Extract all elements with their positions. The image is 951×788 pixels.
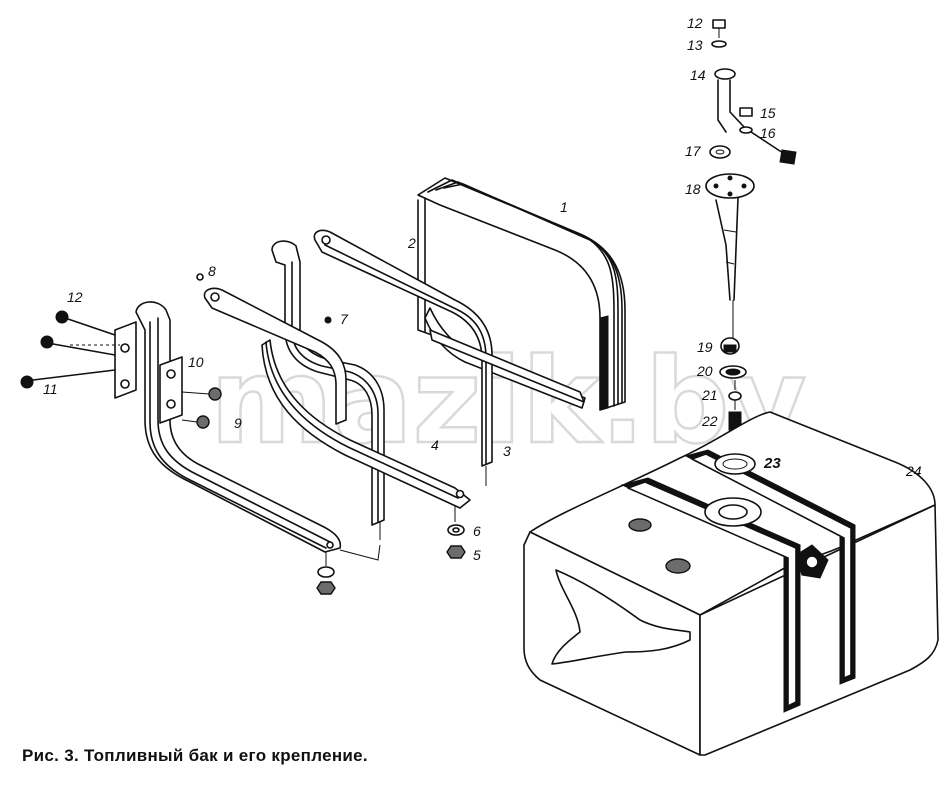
part-labels: 1 2 3 4 5 6 7 8 9 10 11 12 12 13 14 15 1… bbox=[43, 15, 922, 563]
bracket-4 bbox=[261, 240, 471, 540]
label-part-13: 13 bbox=[687, 37, 703, 53]
nuts-5-6 bbox=[316, 505, 466, 595]
label-part-12-top: 12 bbox=[687, 15, 703, 31]
label-part-2: 2 bbox=[407, 235, 416, 251]
label-part-17: 17 bbox=[685, 143, 702, 159]
label-part-9: 9 bbox=[234, 415, 242, 431]
label-part-5: 5 bbox=[473, 547, 481, 563]
label-part-12-left: 12 bbox=[67, 289, 83, 305]
label-part-11: 11 bbox=[43, 381, 58, 397]
strap-3 bbox=[313, 229, 585, 486]
label-part-4: 4 bbox=[431, 437, 439, 453]
label-part-21: 21 bbox=[701, 387, 718, 403]
bracket-front bbox=[114, 301, 342, 553]
label-part-7: 7 bbox=[340, 311, 349, 327]
label-part-14: 14 bbox=[690, 67, 706, 83]
label-part-22: 22 bbox=[701, 413, 718, 429]
label-part-10: 10 bbox=[188, 354, 204, 370]
label-part-16: 16 bbox=[760, 125, 776, 141]
label-part-1: 1 bbox=[560, 199, 568, 215]
sender-assembly bbox=[705, 19, 797, 450]
label-part-24: 24 bbox=[905, 463, 922, 479]
label-part-3: 3 bbox=[503, 443, 511, 459]
label-part-8: 8 bbox=[208, 263, 216, 279]
figure-caption: Рис. 3. Топливный бак и его крепление. bbox=[22, 746, 368, 765]
label-part-19: 19 bbox=[697, 339, 713, 355]
bolt-7 bbox=[324, 316, 332, 324]
label-part-23: 23 bbox=[763, 455, 781, 472]
nuts-9-10 bbox=[181, 387, 222, 429]
bolts-11-12 bbox=[20, 310, 120, 389]
label-part-6: 6 bbox=[473, 523, 481, 539]
label-part-15: 15 bbox=[760, 105, 776, 121]
fuel-tank-24 bbox=[523, 411, 939, 756]
strap-8 bbox=[196, 273, 347, 425]
label-part-20: 20 bbox=[696, 363, 713, 379]
label-part-18: 18 bbox=[685, 181, 701, 197]
